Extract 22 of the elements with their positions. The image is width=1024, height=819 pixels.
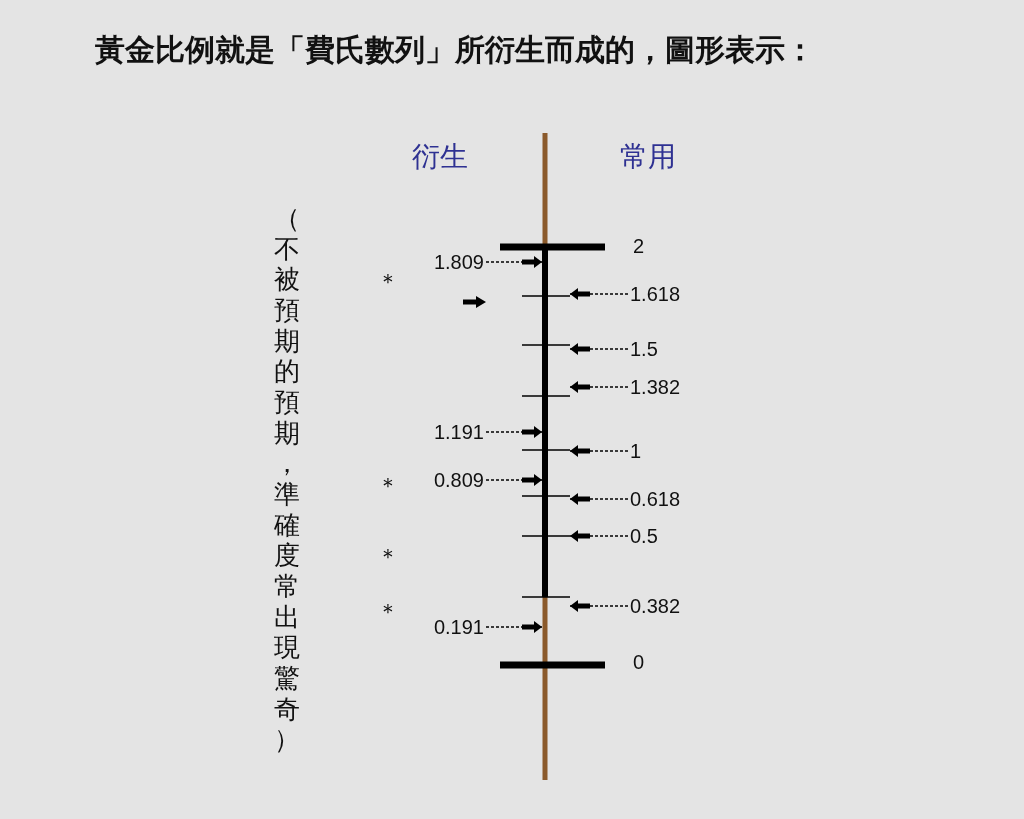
asterisk-mark: ＊ — [377, 268, 399, 296]
title: 黃金比例就是「費氏數列」所衍生而成的，圖形表示： — [95, 32, 815, 68]
value-label: 0.809 — [433, 468, 484, 492]
value-label: 0 — [633, 650, 645, 674]
column-heading: 常用 — [620, 140, 676, 174]
value-label: 1.382 — [630, 375, 681, 399]
value-label: 1.809 — [433, 250, 484, 274]
asterisk-mark: ＊ — [377, 543, 399, 571]
asterisk-mark: ＊ — [377, 472, 399, 500]
value-label: 0.382 — [630, 594, 681, 618]
vertical-note: （不被預期的預期，準確度常出現驚奇） — [274, 203, 300, 756]
value-label: 1.618 — [630, 282, 681, 306]
scale-bar — [542, 247, 548, 597]
value-label: 0.618 — [630, 487, 681, 511]
value-label: 1 — [630, 439, 642, 463]
column-heading: 衍生 — [412, 140, 468, 174]
value-label: 1.5 — [630, 337, 658, 361]
value-label: 0.5 — [630, 524, 658, 548]
value-label: 0.191 — [433, 615, 484, 639]
value-label: 1.191 — [433, 420, 484, 444]
value-label: 2 — [633, 234, 645, 258]
asterisk-mark: ＊ — [377, 598, 399, 626]
